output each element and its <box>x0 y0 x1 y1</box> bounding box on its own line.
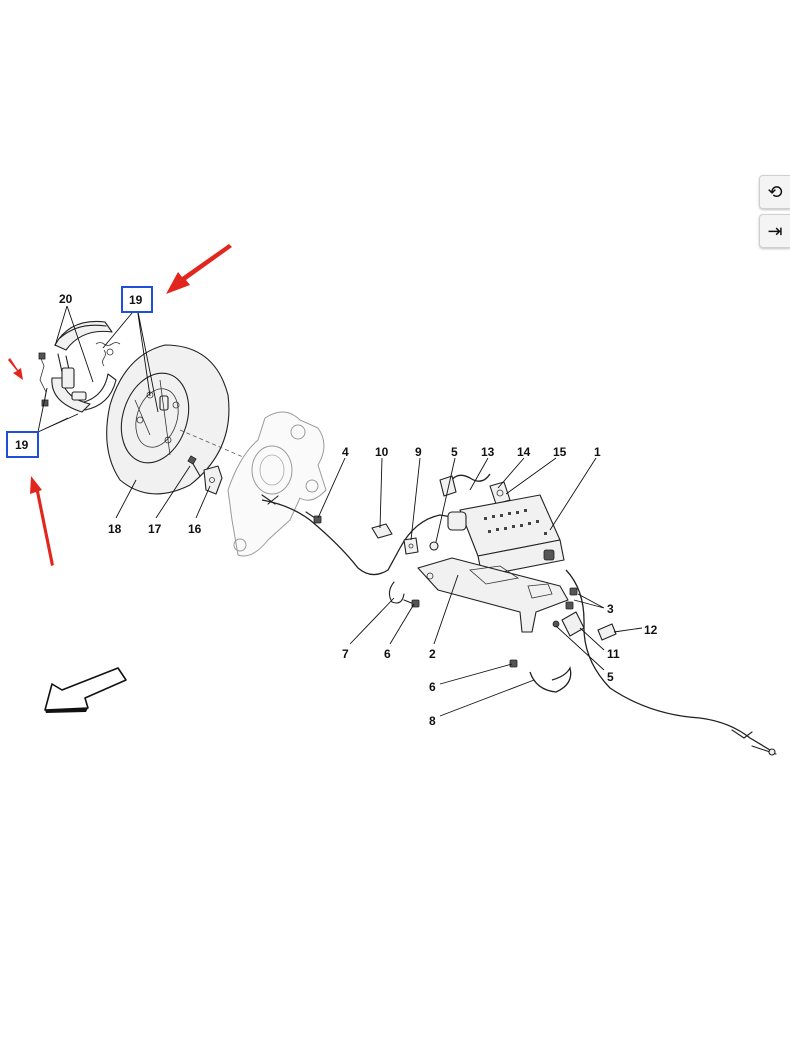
backing-plate <box>106 344 230 495</box>
bolt-6-lower <box>509 659 518 668</box>
red-arrow-bottom <box>30 476 54 566</box>
knuckle-carrier <box>227 411 327 557</box>
callout-20: 20 <box>59 292 73 306</box>
rotate-reset-icon: ⟲ <box>767 181 783 202</box>
callout-4: 4 <box>342 445 349 459</box>
callout-3: 3 <box>607 602 614 616</box>
callout-1: 1 <box>594 445 601 459</box>
connector-14 <box>489 481 511 505</box>
callout-11: 11 <box>607 647 620 661</box>
callout-labels: 20 18 17 16 4 10 9 5 13 14 15 1 3 12 11 … <box>59 292 658 728</box>
callout-10: 10 <box>375 445 389 459</box>
callout-5-bottom: 5 <box>607 670 614 684</box>
clip-9 <box>403 537 419 555</box>
callout-6-lower: 6 <box>429 680 436 694</box>
callout-18: 18 <box>108 522 122 536</box>
callout-5-top: 5 <box>451 445 458 459</box>
callout-16: 16 <box>188 522 202 536</box>
red-arrow-left-small <box>8 358 23 380</box>
bolt-6-mid <box>403 599 420 608</box>
front-direction-arrow <box>44 667 127 713</box>
brake-shoe-assembly <box>38 320 121 413</box>
callout-7: 7 <box>342 647 349 661</box>
highlighted-callout-19-top: 19 <box>121 286 153 313</box>
cable-end-left <box>261 494 279 505</box>
collapse-panel-button[interactable]: ⇥ <box>759 214 790 248</box>
svg-text:19: 19 <box>129 293 143 307</box>
cable-8 <box>529 666 572 693</box>
clip-10 <box>371 523 393 539</box>
callout-2: 2 <box>429 647 436 661</box>
epb-actuator-unit <box>447 494 565 577</box>
callout-12: 12 <box>644 623 658 637</box>
bolt-17 <box>187 455 201 477</box>
clip-11 <box>552 611 585 637</box>
clip-12 <box>597 623 617 641</box>
callout-9: 9 <box>415 445 422 459</box>
mounting-bracket <box>417 557 569 633</box>
brake-cable-right <box>565 569 771 751</box>
clip-7 <box>388 581 405 604</box>
leader-lines <box>37 305 643 717</box>
callout-17: 17 <box>148 522 162 536</box>
callout-15: 15 <box>553 445 567 459</box>
bolt-4 <box>305 511 322 524</box>
bracket-16 <box>203 465 223 495</box>
svg-text:19: 19 <box>15 438 29 452</box>
callout-14: 14 <box>517 445 531 459</box>
connector-13 <box>439 475 457 497</box>
reset-view-button[interactable]: ⟲ <box>759 175 790 209</box>
red-arrow-top <box>166 244 232 294</box>
callout-13: 13 <box>481 445 495 459</box>
bolt-3 <box>565 587 578 610</box>
red-arrow-annotations <box>8 244 232 566</box>
nut-5-upper <box>429 541 439 551</box>
callout-6-mid: 6 <box>384 647 391 661</box>
highlighted-callout-19-left: 19 <box>6 431 39 458</box>
callout-8: 8 <box>429 714 436 728</box>
collapse-right-icon: ⇥ <box>767 220 783 241</box>
